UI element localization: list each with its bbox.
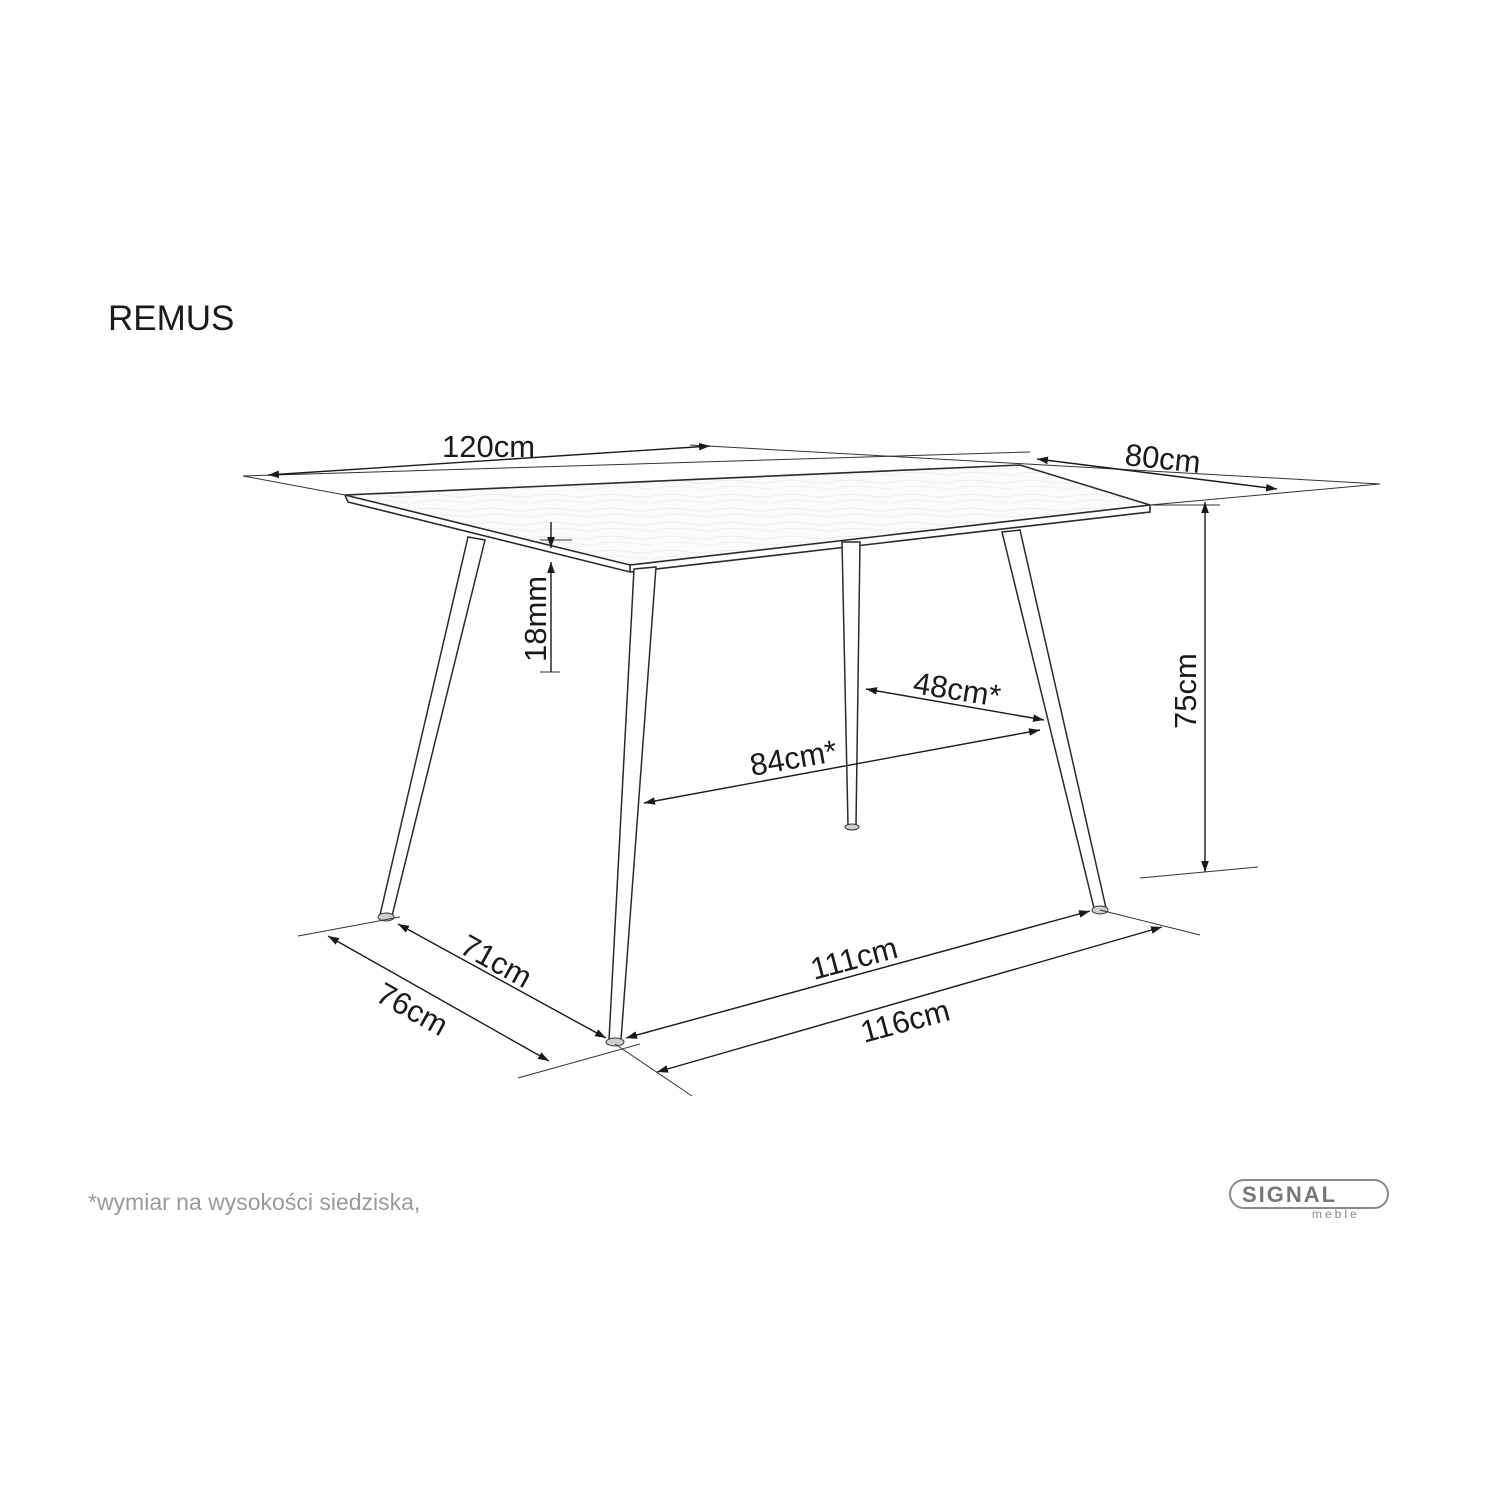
dim-arrow-knee-depth [865, 687, 1045, 722]
dim-arrow-top-depth [1036, 456, 1278, 492]
dimension-arrows [267, 442, 1278, 1073]
table-top-edge [344, 494, 1151, 573]
table-legs [377, 529, 1109, 1047]
brand-logo-frame [1229, 1179, 1389, 1209]
leg-front-right [1001, 529, 1107, 909]
label-height: 75cm [1168, 653, 1203, 729]
label-top-thickness: 18mm [518, 576, 553, 662]
label-knee-depth: 48cm* [911, 665, 1003, 713]
leg-foot [605, 1037, 625, 1047]
leg-front-left [608, 566, 657, 1041]
dim-arrow-leg-depth-outer [327, 935, 550, 1062]
dim-arrow-top-length [267, 442, 711, 479]
label-leg-depth-inner: 71cm [455, 928, 538, 995]
leg-left-back [379, 536, 486, 917]
footnote: *wymiar na wysokości siedziska, [88, 1189, 420, 1215]
brand-logo-name: SIGNAL [1242, 1182, 1337, 1207]
leg-foot [844, 823, 860, 831]
label-leg-depth-outer: 76cm [371, 976, 454, 1043]
brand-logo-sub: meble [1312, 1207, 1360, 1221]
leg-back-right [841, 541, 861, 826]
brand-logo: SIGNAL meble [1229, 1179, 1389, 1221]
label-top-length: 120cm [442, 429, 535, 464]
label-top-depth: 80cm [1123, 437, 1202, 480]
label-leg-width-inner: 111cm [807, 930, 901, 987]
dim-arrow-leg-width-outer [656, 926, 1163, 1073]
label-knee-width: 84cm* [747, 733, 840, 783]
dim-arrow-knee-width [643, 728, 1041, 805]
product-title: REMUS [108, 299, 234, 338]
